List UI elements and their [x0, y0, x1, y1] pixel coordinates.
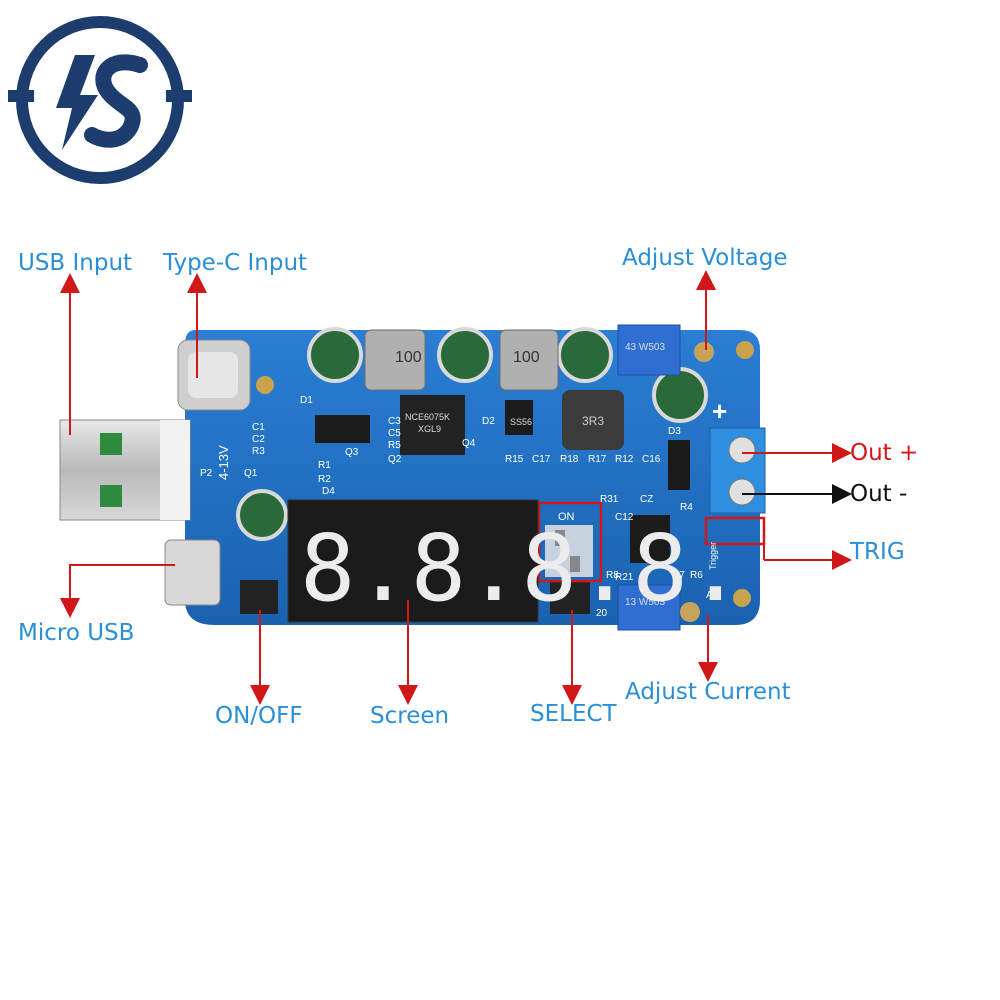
diode-d2-text: SS56 [510, 417, 532, 427]
component-label: R2 [318, 474, 331, 485]
component-label: C17 [532, 454, 551, 465]
component-label: R6 [690, 570, 703, 581]
micro-usb-port [164, 539, 221, 606]
component-label: C1 [252, 422, 265, 433]
inductor-1-text: 100 [395, 349, 422, 366]
select-switch [550, 580, 590, 614]
label-out-plus: Out + [850, 440, 919, 466]
component-label: R8 [606, 570, 619, 581]
trigger-text: Trigger [708, 542, 718, 570]
annotation-arrows [60, 270, 852, 705]
inductor-3-text: 3R3 [582, 414, 604, 428]
switch-on-text: ON [558, 511, 575, 523]
voltage-range-text: 4-13V [216, 445, 231, 480]
component-label: Q1 [244, 468, 258, 479]
label-adjust-current: Adjust Current [625, 679, 791, 705]
component-label: R21 [615, 572, 634, 583]
micro-usb-arrow [60, 564, 175, 618]
inductor-2-text: 100 [513, 349, 540, 366]
brand-logo [8, 16, 192, 184]
label-on-off: ON/OFF [215, 703, 303, 729]
component-label: R1 [318, 460, 331, 471]
component-label: CZ [640, 494, 653, 505]
pcb-board [59, 324, 766, 631]
component-label: D1 [300, 395, 313, 406]
component-label: Q4 [462, 438, 476, 449]
component-label: 20 [596, 608, 608, 619]
component-label: Q2 [388, 454, 402, 465]
on-off-switch [240, 580, 278, 614]
component-label: C16 [642, 454, 661, 465]
component-label: R4 [680, 502, 693, 513]
component-label: R12 [615, 454, 634, 465]
label-usb-input: USB Input [18, 250, 133, 276]
display-digits: 8.8.8.8. [300, 515, 743, 622]
component-label: R17 [588, 454, 607, 465]
plus-sign: + [712, 396, 727, 426]
pot-voltage [617, 324, 681, 376]
label-screen: Screen [370, 703, 450, 729]
component-label: R31 [600, 494, 619, 505]
component-label: R7 [672, 570, 685, 581]
component-label: D2 [482, 416, 495, 427]
component-label: A [706, 590, 713, 601]
label-micro-usb: Micro USB [18, 620, 135, 646]
component-label: R15 [505, 454, 524, 465]
pot-bottom-text: 13 W503 [625, 597, 665, 608]
mosfet-code-text: XGL9 [418, 424, 441, 434]
component-label: C12 [615, 512, 634, 523]
component-label: C5 [388, 428, 401, 439]
label-type-c-input: Type-C Input [163, 250, 308, 276]
label-adjust-voltage: Adjust Voltage [622, 245, 788, 271]
label-trig: TRIG [850, 539, 905, 565]
component-label: R18 [560, 454, 579, 465]
component-label: D4 [322, 486, 335, 497]
component-label: C2 [252, 434, 265, 445]
component-label: R3 [252, 446, 265, 457]
pot-current [617, 584, 681, 631]
component-label: Q3 [345, 447, 359, 458]
component-label: D3 [668, 426, 681, 437]
label-select: SELECT [530, 701, 617, 727]
label-out-minus: Out - [850, 481, 908, 507]
component-label: P2 [200, 468, 213, 479]
component-label: C3 [388, 416, 401, 427]
component-label: R5 [388, 440, 401, 451]
mosfet-text: NCE6075K [405, 412, 450, 422]
seven-seg-display [287, 499, 539, 623]
pot-top-text: 43 W503 [625, 342, 665, 353]
